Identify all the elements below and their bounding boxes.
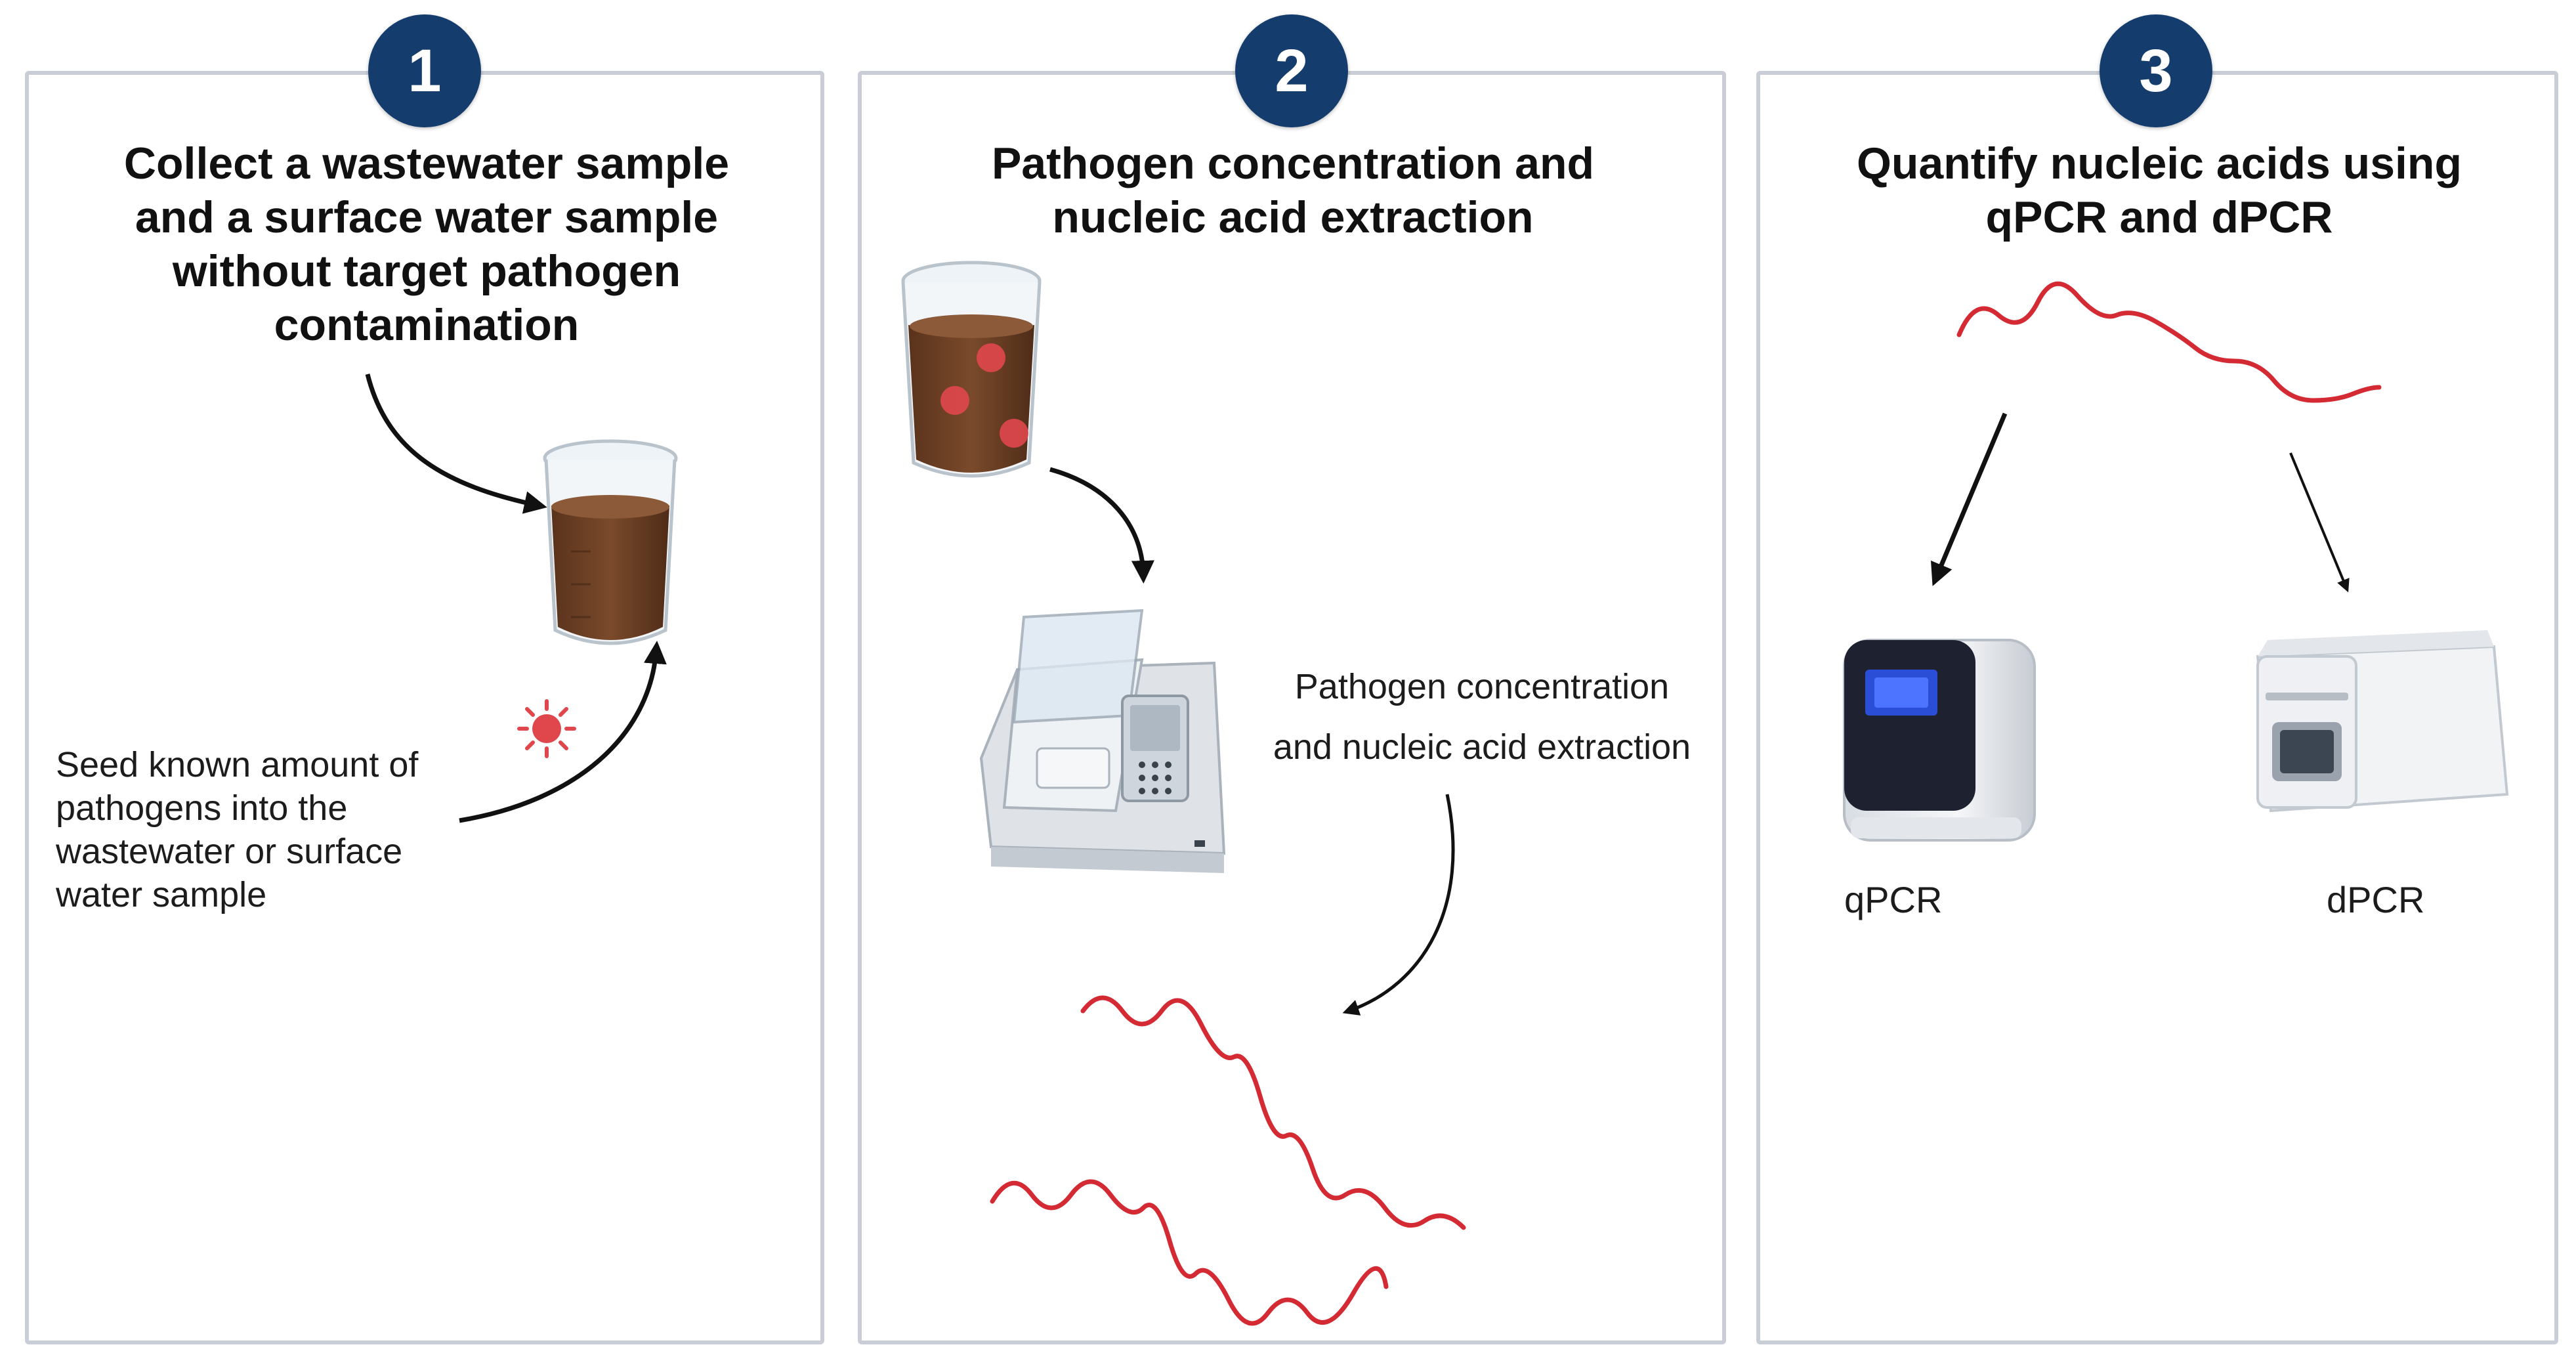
contaminated-beaker-icon <box>901 261 1042 478</box>
nucleic-acid-strands <box>990 995 1466 1326</box>
step-3-badge: 3 <box>2100 14 2212 127</box>
beaker-icon <box>543 439 678 645</box>
pathogen-icon <box>517 699 576 758</box>
dpcr-label: dPCR <box>2327 879 2425 920</box>
dpcr-instrument-icon <box>2256 630 2509 813</box>
step-2-arrow-to-extractor <box>1049 467 1154 584</box>
seed-arrow <box>459 641 667 823</box>
step-1-badge: 1 <box>368 14 481 127</box>
seed-caption: Seed known amount of pathogens into the … <box>56 745 419 914</box>
nucleic-acid-strand <box>1956 281 2382 403</box>
arrow-to-qpcr <box>1930 412 2008 586</box>
step-3-title: Quantify nucleic acids using qPCR and dP… <box>1857 139 2462 242</box>
qpcr-instrument-icon <box>1843 639 2036 842</box>
qpcr-label: qPCR <box>1844 879 1943 920</box>
step-1-arrow-to-beaker <box>365 374 547 514</box>
step-1-panel <box>25 71 824 1344</box>
step-2-arrow-to-nucleic-acids <box>1342 794 1455 1016</box>
extraction-caption: Pathogen concentration and nucleic acid … <box>1273 667 1691 767</box>
extraction-instrument-icon <box>979 609 1226 873</box>
step-1-title: Collect a wastewater sample and a surfac… <box>123 139 730 350</box>
step-2-badge: 2 <box>1235 14 1348 127</box>
arrow-to-dpcr <box>2289 452 2350 593</box>
step-2-title: Pathogen concentration and nucleic acid … <box>991 139 1595 242</box>
